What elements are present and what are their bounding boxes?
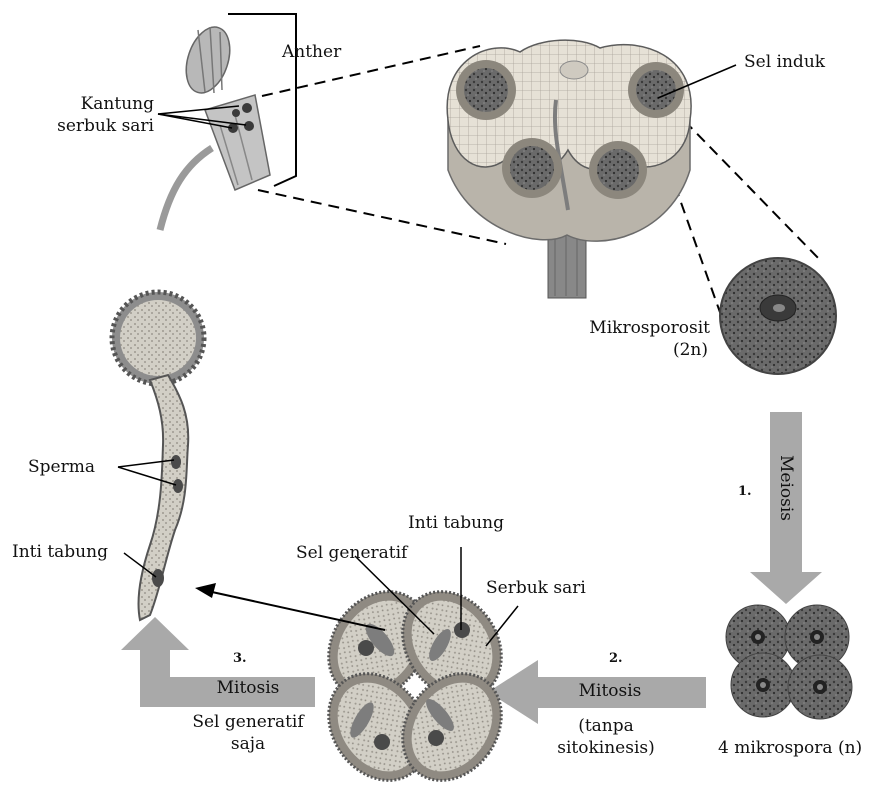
inti-tabung-left-label: Inti tabung xyxy=(12,542,108,562)
step3-note-1: Sel generatif xyxy=(180,712,316,732)
stamen-illustration xyxy=(160,21,270,230)
step3-label: Mitosis xyxy=(198,678,298,698)
four-microspores xyxy=(726,605,852,719)
four-pollen-grains xyxy=(308,572,521,786)
anther-label: Anther xyxy=(282,42,341,62)
step2-note-1: (tanpa xyxy=(556,716,656,736)
step3-note-2: saja xyxy=(198,734,298,754)
step1-number: 1. xyxy=(738,484,752,499)
sel-induk-label: Sel induk xyxy=(744,52,825,72)
mikrospora-label: 4 mikrospora (n) xyxy=(718,738,862,758)
pollen-tube xyxy=(112,292,204,620)
serbuk-sari-top-label: serbuk sari xyxy=(56,116,154,136)
pollen-sac xyxy=(502,138,562,198)
anther-cross-section xyxy=(447,40,691,298)
sperma-label: Sperma xyxy=(28,457,95,477)
serbuk-sari-right-label: Serbuk sari xyxy=(486,578,586,598)
step2-number: 2. xyxy=(609,651,623,666)
step3-number: 3. xyxy=(233,651,247,666)
inti-tabung-center-label: Inti tabung xyxy=(408,513,504,533)
mikrosporosit-label: Mikrosporosit xyxy=(560,318,710,338)
step2-label: Mitosis xyxy=(560,681,660,701)
step2-note-2: sitokinesis) xyxy=(546,738,666,758)
mikrosporosit-ploidy-label: (2n) xyxy=(640,340,708,360)
pollen-sac xyxy=(456,60,516,120)
step1-label: Meiosis xyxy=(776,448,796,528)
kantung-label: Kantung xyxy=(58,94,154,114)
microsporocyte-cell xyxy=(720,258,836,374)
sel-generatif-label: Sel generatif xyxy=(296,543,407,563)
pollen-sac xyxy=(589,141,647,199)
